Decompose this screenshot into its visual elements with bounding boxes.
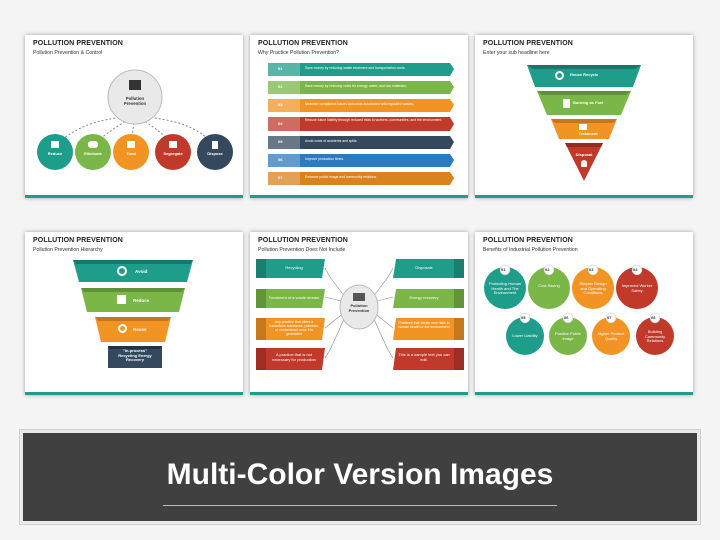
right-item-text: Practices that create new risks to human… [398,321,450,330]
left-item-text: A practice that is not necessary for pro… [272,352,316,362]
circle-label-eliminate: Eliminate [84,151,102,156]
benefit-number: 08 [651,315,656,320]
row-text: Save money by reducing waste treatment a… [305,66,406,70]
right-item-text: Energy recovery [409,295,439,300]
right-item-text: This is a sample text you can edit. [398,352,450,362]
benefit-text: Building Community Relations [644,329,666,344]
treat-icon [127,141,135,148]
slide-subtitle: Why Practice Pollution Prevention? [258,50,340,56]
level-label: Burning as Fuel [573,100,604,105]
recycle-icon [118,324,127,333]
reduce-icon [117,295,126,304]
benefit-number: 06 [564,315,569,320]
benefit-number: 07 [607,315,612,320]
benefit-text: Lower Liability [512,333,538,338]
row-text: Avoid costs of accidents and spills. [305,139,358,143]
slide-subtitle: Enter your sub headline here [483,50,550,56]
recycle-icon [555,71,564,80]
banner-divider [163,505,557,506]
slide-thumbnail-1[interactable]: POLLUTION PREVENTION Pollution Preventio… [25,35,243,198]
benefit-number: 05 [521,315,526,320]
factory-icon [353,293,365,301]
benefit-text: Positive Public Image [554,331,581,341]
hazard-icon [581,160,587,167]
row-number: 03 [278,102,283,107]
benefit-text: Improved Worker Safety [621,283,653,293]
circle-label-treat: Treat [126,151,136,156]
no-icon [117,266,127,276]
benefit-number: 02 [545,267,550,272]
row-number: 07 [278,175,283,180]
level-label: Reduce [133,298,150,303]
row-text: Reduce future liability through reduced … [305,118,443,122]
numbered-list-graphic [268,63,454,185]
slide-title: POLLUTION PREVENTION [258,40,348,47]
funnel-diagram [527,65,641,181]
slide-thumbnail-3[interactable]: POLLUTION PREVENTION Enter your sub head… [475,35,693,198]
slide-thumbnail-4[interactable]: POLLUTION PREVENTION Pollution Preventio… [25,232,243,395]
row-text: Save money by reducing costs for energy,… [305,84,407,88]
level-label: Treatment [578,131,598,136]
row-number: 05 [278,139,283,144]
slide-subtitle: Pollution Prevention & Control [33,50,103,56]
left-item-text: Any practice that alters a hazardous sub… [269,320,319,337]
row-number: 04 [278,121,283,126]
trash-icon [212,141,218,149]
slide-subtitle: Pollution Prevention Hierarchy [33,247,103,253]
level-label: Reuse [133,327,147,332]
level-label: Disposal [575,152,593,157]
slide-thumbnail-6[interactable]: POLLUTION PREVENTION Benefits of Industr… [475,232,693,395]
center-label: Pollution Prevention [348,303,370,313]
slide-subtitle: Pollution Prevention Does Not Include [258,247,346,253]
slide-title: POLLUTION PREVENTION [258,237,348,244]
slide-title: POLLUTION PREVENTION [483,40,573,47]
slide-title: POLLUTION PREVENTION [33,237,123,244]
benefit-text: Cost Saving [538,283,560,288]
level-label: Avoid [135,269,148,274]
treatment-icon [579,124,587,130]
benefit-text: Protecting Human Health and The Environm… [489,281,522,296]
version-banner: Multi-Color Version Images [20,430,700,524]
row-text: Minimize compliance issues and costs ass… [305,102,415,106]
mind-map-diagram [256,259,464,370]
slide-thumbnail-2[interactable]: POLLUTION PREVENTION Why Practice Pollut… [250,35,468,198]
level-label: Reuse Recycle [570,72,599,77]
slide-title: POLLUTION PREVENTION [33,40,123,47]
row-text: Improve production times. [305,157,345,161]
benefit-text: Simpler Design and Operating Conditions [579,281,607,296]
eliminate-icon [88,141,98,148]
left-item-text: Treatment of a waste stream [268,295,320,300]
factory-icon [129,80,141,90]
segregate-icon [169,141,177,148]
slide-subtitle: Benefits of Industrial Pollution Prevent… [483,247,578,253]
row-number: 01 [278,66,283,71]
reduce-icon [51,141,59,148]
level-label: "In-process" Recycling Energy Recovery [118,348,152,363]
slide-thumbnail-5[interactable]: POLLUTION PREVENTION Pollution Preventio… [250,232,468,395]
benefit-text: Higher Product Quality [597,331,625,341]
benefit-number: 03 [589,267,594,272]
center-label: Pollution Prevention [123,96,147,106]
banner-title: Multi-Color Version Images [166,458,554,491]
circle-label-reduce: Reduce [47,151,63,156]
circle-label-segregate: Segregate [163,151,183,156]
fuel-icon [563,99,570,108]
benefits-diagram [484,264,674,355]
pollution-control-diagram [37,69,233,170]
hierarchy-diagram [73,260,193,368]
right-item-text: Disposals [415,265,433,270]
row-text: Enhance public image and community relat… [305,175,377,179]
row-number: 06 [278,157,283,162]
benefit-number: 01 [501,267,506,272]
benefit-number: 04 [633,267,638,272]
slide-title: POLLUTION PREVENTION [483,237,573,244]
row-shapes [268,63,454,185]
left-item-text: Recycling [285,265,303,270]
row-number: 02 [278,84,283,89]
circle-label-dispose: Dispose [207,151,223,156]
